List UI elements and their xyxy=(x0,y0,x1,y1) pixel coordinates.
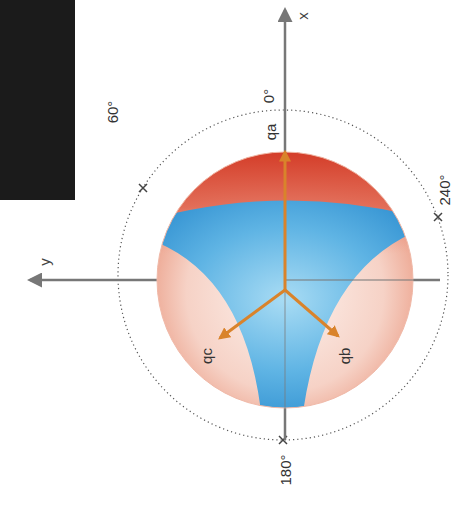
vector-label: qa xyxy=(263,124,278,141)
dotted-circle xyxy=(118,110,448,440)
photo-fragment xyxy=(0,0,75,200)
angle-label: 0° xyxy=(261,89,276,103)
x-axis-overlay xyxy=(284,150,286,412)
angle-label: 240° xyxy=(437,174,452,205)
q-vectors xyxy=(220,152,338,338)
fermi-disk xyxy=(140,150,430,420)
vector-label: qb xyxy=(337,348,352,365)
y-axis-overlay xyxy=(285,279,440,281)
axis-label: y xyxy=(37,258,52,266)
angle-label: 180° xyxy=(278,454,293,485)
axis-label: x xyxy=(295,12,310,20)
angle-label: 60° xyxy=(105,101,120,124)
vector-label: qc xyxy=(199,348,214,364)
